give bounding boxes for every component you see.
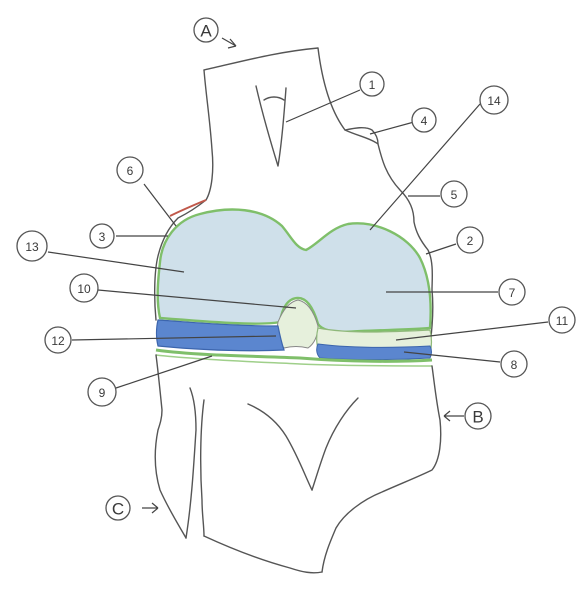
letter-A: A: [200, 22, 212, 41]
leader-4: [370, 122, 414, 134]
arrow-C: [142, 503, 158, 513]
callout-2: 2: [457, 227, 483, 253]
callout-13: 13: [17, 231, 47, 261]
arrow-A: [222, 38, 236, 48]
callout-10-label: 10: [77, 282, 91, 296]
leader-2: [426, 244, 456, 254]
callout-4: 4: [412, 108, 436, 132]
arrow-B: [444, 411, 464, 421]
callout-1: 1: [360, 72, 384, 96]
callout-5: 5: [441, 181, 467, 207]
letter-B-marker: B: [465, 403, 491, 429]
callout-13-label: 13: [25, 240, 39, 254]
callout-6-label: 6: [127, 164, 134, 178]
letter-B: B: [472, 408, 483, 427]
callout-7-label: 7: [509, 286, 516, 300]
letter-C: C: [112, 500, 124, 519]
callout-4-label: 4: [421, 114, 428, 128]
tibia-bottom: [204, 536, 322, 573]
leader-1: [286, 90, 360, 122]
callout-2-label: 2: [467, 234, 474, 248]
callout-7: 7: [499, 279, 525, 305]
femur-triangle-arc: [264, 97, 284, 100]
tibia-outline-left: [155, 355, 186, 538]
leader-6: [144, 184, 176, 226]
tibia-left-inner: [186, 388, 196, 538]
callout-12: 12: [45, 327, 71, 353]
callout-8: 8: [501, 351, 527, 377]
callout-14: 14: [480, 86, 508, 114]
tibial-tuberosity-right: [312, 398, 358, 490]
leader-9: [116, 356, 212, 388]
fibula-outline: [201, 400, 204, 536]
callout-5-label: 5: [451, 188, 458, 202]
tibia-outline: [322, 366, 441, 572]
letter-A-marker: A: [194, 18, 218, 42]
callout-11: 11: [549, 307, 575, 333]
callout-3-label: 3: [99, 230, 106, 244]
callout-8-label: 8: [511, 358, 518, 372]
callout-10: 10: [70, 274, 98, 302]
callout-12-label: 12: [51, 334, 65, 348]
callout-9-label: 9: [99, 386, 106, 400]
callout-6: 6: [117, 157, 143, 183]
callout-1-label: 1: [369, 78, 376, 92]
tibial-tuberosity-left: [248, 404, 312, 490]
callout-11-label: 11: [556, 314, 569, 328]
letter-C-marker: C: [106, 496, 130, 520]
callout-9: 9: [88, 378, 116, 406]
callout-3: 3: [90, 224, 114, 248]
callout-14-label: 14: [487, 94, 501, 108]
